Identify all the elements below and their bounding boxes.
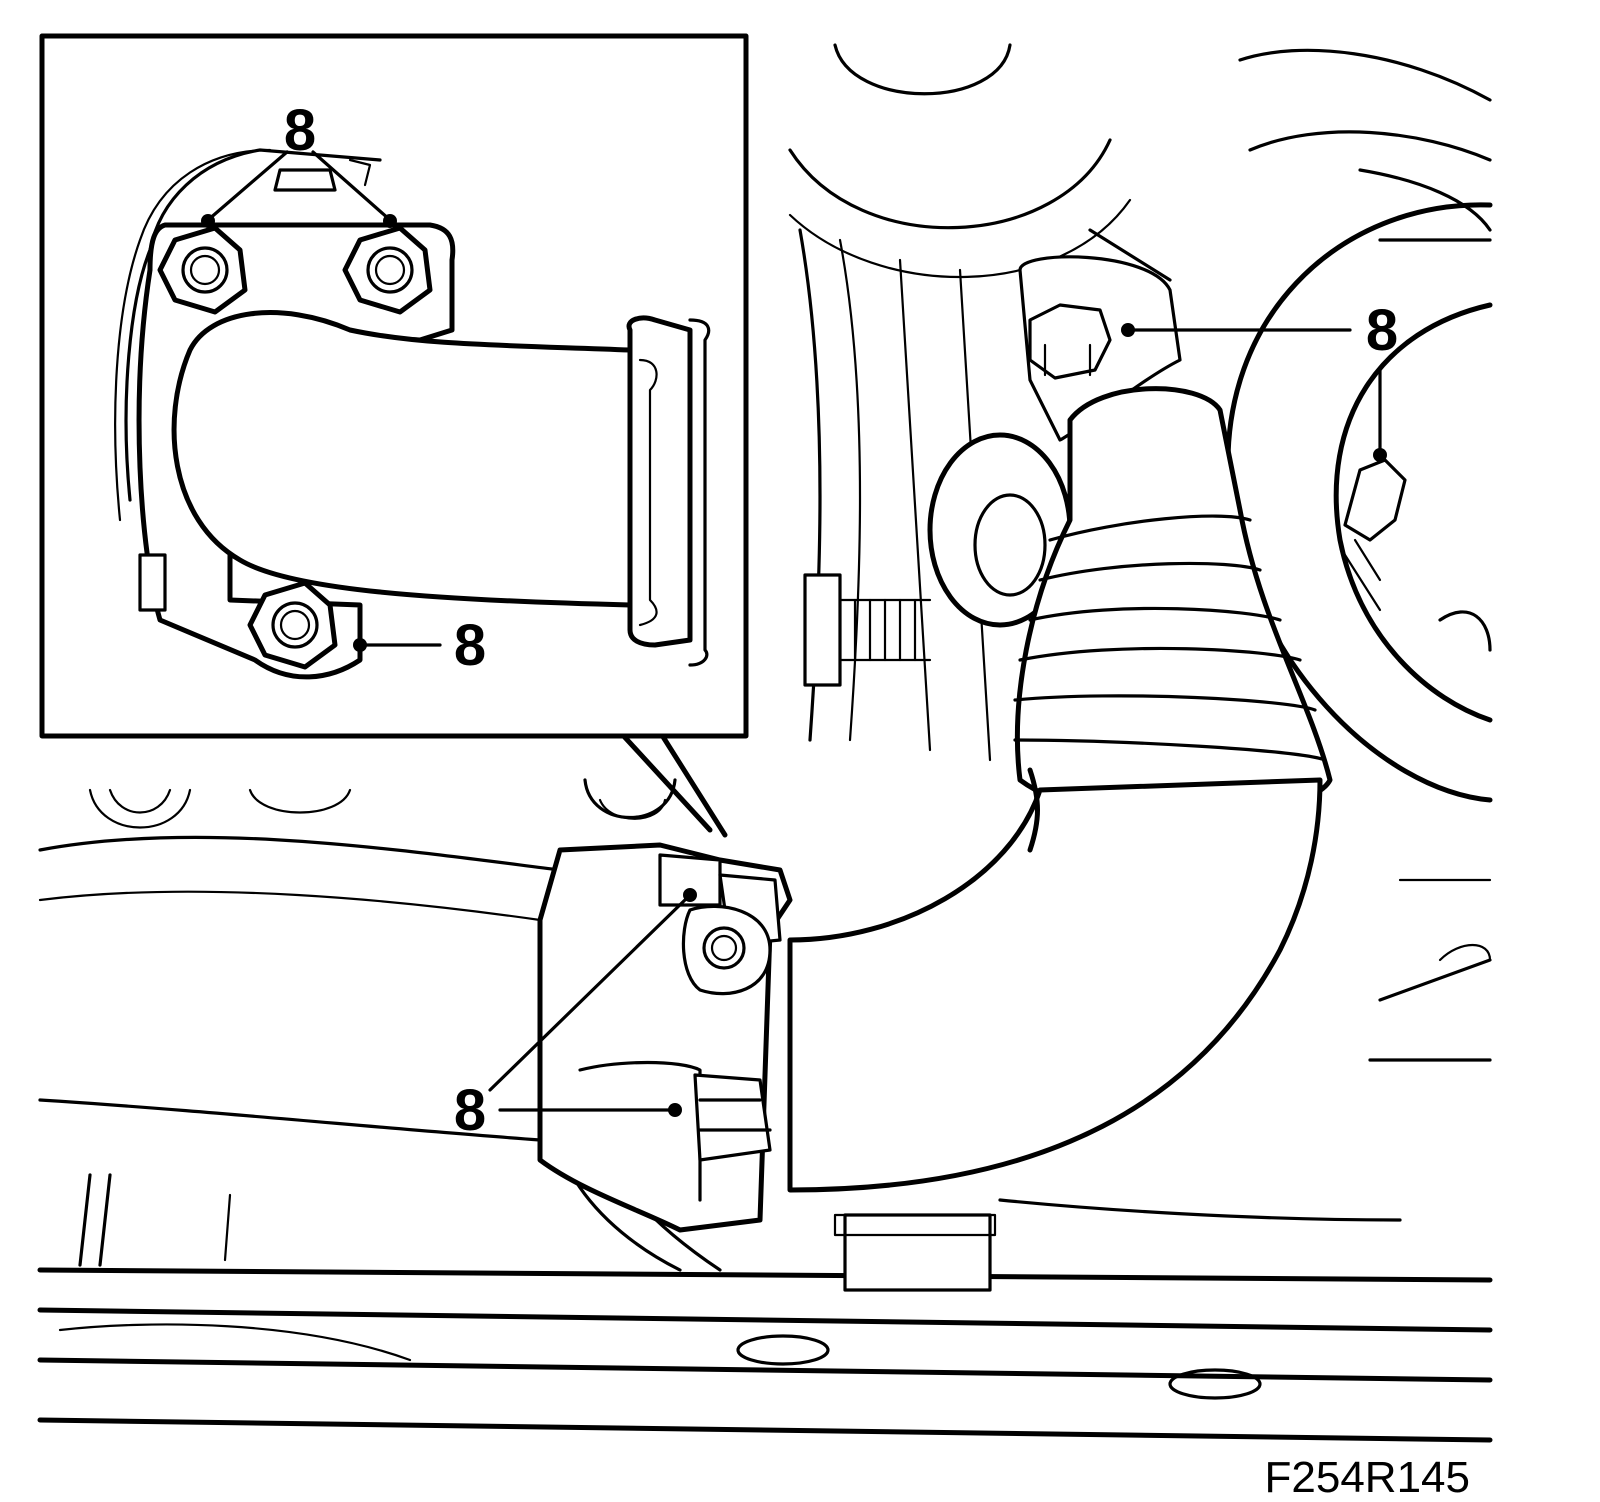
coupling-and-elbow [787,255,1407,1193]
callout-label-main-flange: 8 [454,1078,486,1143]
callout-label-inset-bottom: 8 [454,613,486,678]
main-flange [537,842,793,1233]
callout-leaders [201,150,1387,1117]
callout-label-main-top-right: 8 [1366,298,1398,363]
background-engine-parts [37,43,1493,1443]
callout-labels: 8 8 8 8 [284,98,1398,1143]
figure-reference-code: F254R145 [1265,1453,1470,1502]
callout-label-inset-top: 8 [284,98,316,163]
inset-detail [39,33,749,838]
